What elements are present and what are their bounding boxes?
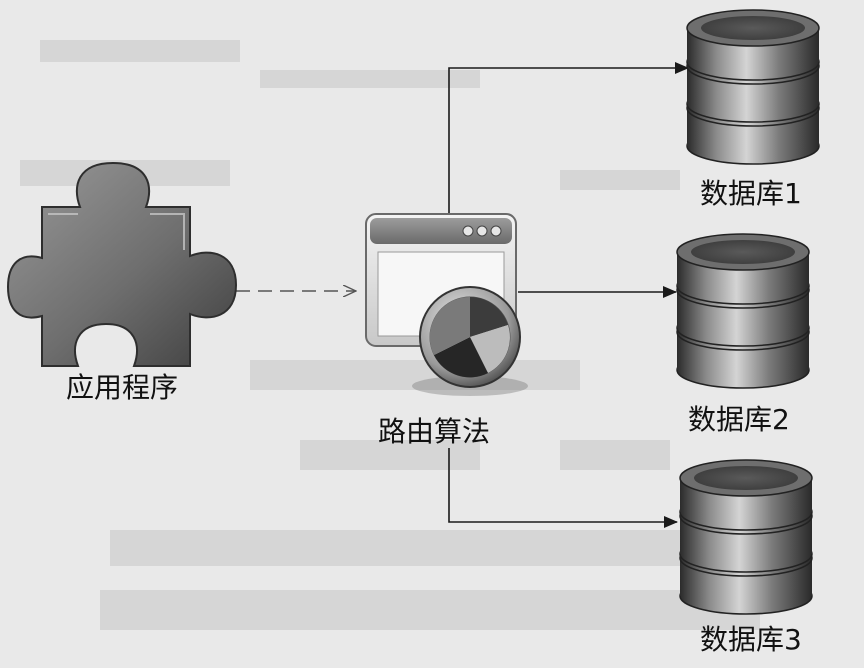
database-icon-1 <box>686 9 820 165</box>
database-2-label: 数据库2 <box>688 403 790 436</box>
database-icon-3 <box>679 459 813 615</box>
router-label: 路由算法 <box>378 415 491 448</box>
database-3-label: 数据库3 <box>700 623 802 656</box>
application-window-pie-icon <box>365 213 528 396</box>
puzzle-piece-icon <box>6 161 238 367</box>
edge-router-to-db3 <box>448 448 678 528</box>
edge-router-to-db1 <box>448 62 689 222</box>
application-label: 应用程序 <box>66 371 179 404</box>
edges <box>236 62 689 528</box>
database-icon-2 <box>676 233 810 389</box>
database-1-label: 数据库1 <box>700 177 802 210</box>
